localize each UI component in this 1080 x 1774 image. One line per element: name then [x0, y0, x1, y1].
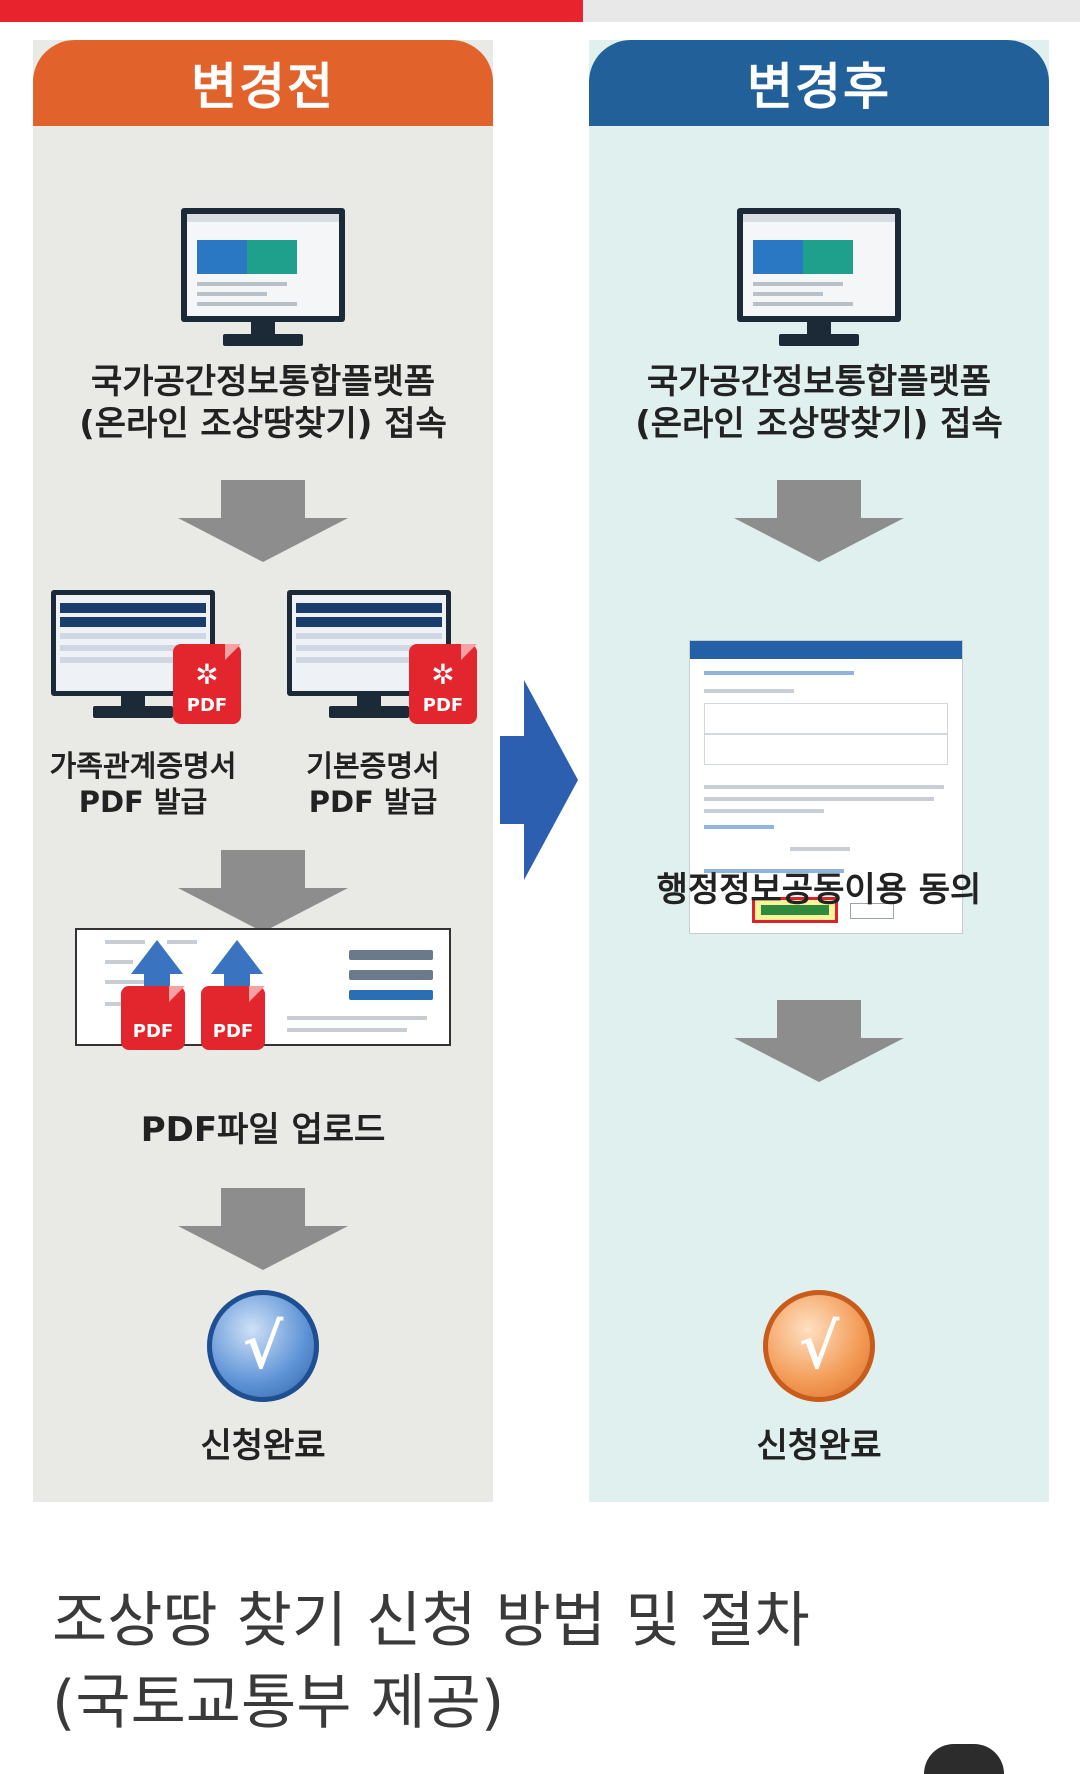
after-column: 변경후 국가공간정보통합플랫폼 (온라인 조상땅찾기) 접속 행정정보공동이용 …: [589, 40, 1049, 1502]
checkmark-badge-icon: √: [207, 1290, 319, 1402]
before-column: 변경전 국가공간정보통합플랫폼 (온라인 조상땅찾기) 접속 ✲PDF: [33, 40, 493, 1502]
before-step1-line2: (온라인 조상땅찾기) 접속: [79, 404, 447, 444]
floating-button-edge[interactable]: [924, 1744, 1004, 1774]
down-arrow-icon: [178, 1188, 348, 1270]
after-done-label: 신청완료: [756, 1426, 882, 1466]
before-done-label: 신청완료: [200, 1426, 326, 1466]
after-step1-line1: 국가공간정보통합플랫폼: [646, 362, 992, 402]
down-arrow-icon: [734, 1000, 904, 1082]
checkmark-badge-icon: √: [763, 1290, 875, 1402]
monitor-icon: [181, 208, 345, 348]
down-arrow-icon: [734, 480, 904, 562]
monitor-icon: [737, 208, 901, 348]
pdf-file-icon: PDF: [201, 986, 265, 1050]
pdf-file-icon: ✲PDF: [173, 644, 241, 724]
consent-form-screenshot: [689, 640, 963, 934]
caption-line1: 조상땅 찾기 신청 방법 및 절차: [52, 1586, 810, 1656]
monitor-icon: [51, 590, 215, 720]
doc1-label-line1: 가족관계증명서: [49, 749, 237, 783]
consent-button-highlight: [752, 897, 838, 923]
after-step1-line2: (온라인 조상땅찾기) 접속: [635, 404, 1003, 444]
progress-track: [0, 0, 1080, 22]
right-arrow-icon: [500, 680, 580, 880]
pdf-file-icon: PDF: [121, 986, 185, 1050]
down-arrow-icon: [178, 850, 348, 932]
doc2-label-line1: 기본증명서: [306, 749, 440, 783]
before-header: 변경전: [33, 40, 493, 126]
progress-fill: [0, 0, 584, 22]
before-step1-line1: 국가공간정보통합플랫폼: [90, 362, 436, 402]
down-arrow-icon: [178, 480, 348, 562]
pdf-file-icon: ✲PDF: [409, 644, 477, 724]
consent-label: 행정정보공동이용 동의: [656, 870, 982, 910]
doc2-label-line2: PDF 발급: [308, 785, 438, 819]
after-header: 변경후: [589, 40, 1049, 126]
image-caption: 조상땅 찾기 신청 방법 및 절차 (국토교통부 제공): [52, 1580, 1052, 1744]
caption-line2: (국토교통부 제공): [52, 1668, 505, 1738]
doc1-label-line2: PDF 발급: [78, 785, 208, 819]
upload-label: PDF파일 업로드: [140, 1110, 386, 1150]
